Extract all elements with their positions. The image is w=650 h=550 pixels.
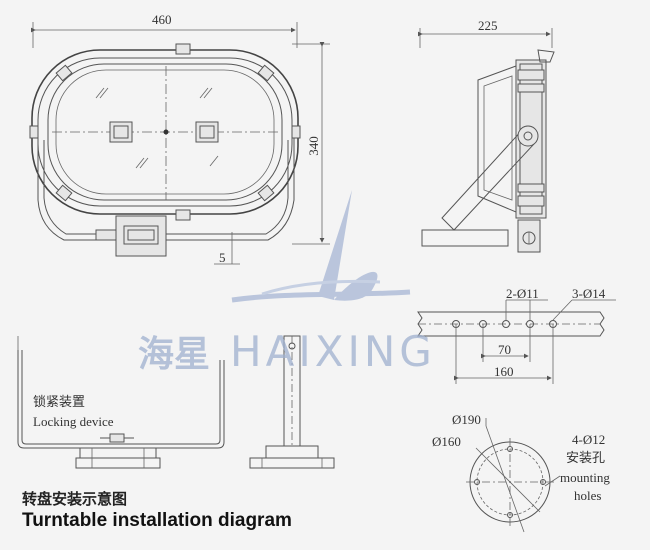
flange-view: Ø190 Ø160 4-Ø12 安装孔 mounting holes [432, 412, 610, 533]
bracket-inner-label: 70 [498, 342, 511, 357]
flange-holes-cn: 安装孔 [566, 450, 605, 465]
front-height-label: 340 [306, 136, 321, 156]
caption-cn: 转盘安装示意图 [22, 490, 128, 508]
front-width-label: 460 [152, 12, 172, 27]
bracket-outer-label: 160 [494, 364, 514, 379]
watermark-en: HAIXING [230, 327, 436, 376]
bracket-large-holes-label: 3-Ø14 [572, 286, 606, 301]
locking-device-cn: 锁紧装置 [33, 394, 85, 409]
post-mount-view [249, 335, 335, 469]
front-view: 460 340 [29, 12, 330, 265]
flange-inner-label: Ø160 [432, 434, 461, 449]
flange-outer-label: Ø190 [452, 412, 481, 427]
flange-holes-en-1: mounting [560, 470, 610, 485]
front-offset-label: 5 [219, 250, 226, 265]
locking-device-en: Locking device [33, 414, 114, 429]
side-depth-label: 225 [478, 18, 498, 33]
watermark-cn: 海星 [138, 334, 210, 375]
bracket-small-holes-label: 2-Ø11 [506, 286, 539, 301]
turntable-view: 锁紧装置 Locking device [17, 336, 225, 469]
haixing-watermark: 海星 HAIXING [138, 190, 436, 376]
flange-holes-label: 4-Ø12 [572, 432, 605, 447]
caption-en: Turntable installation diagram [22, 510, 292, 531]
bracket-plan: 70 160 2-Ø11 3-Ø14 [417, 286, 616, 384]
flange-holes-en-2: holes [574, 488, 601, 503]
side-view: 225 [418, 18, 555, 253]
